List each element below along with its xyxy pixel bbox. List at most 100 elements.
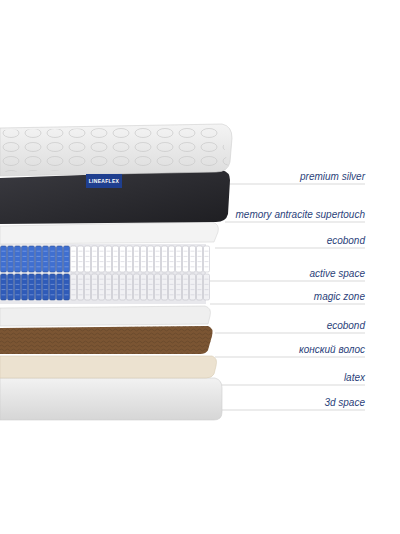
pocket-spring bbox=[57, 246, 63, 272]
pocket-spring bbox=[204, 274, 210, 300]
spring-coil bbox=[23, 279, 27, 280]
spring-coil bbox=[86, 294, 90, 295]
spring-coil bbox=[23, 251, 27, 252]
spring-coil bbox=[2, 284, 6, 285]
spring-coil bbox=[37, 266, 41, 267]
spring-coil bbox=[107, 294, 111, 295]
spring-coil bbox=[170, 279, 174, 280]
spring-coil bbox=[135, 266, 139, 267]
spring-coil bbox=[191, 266, 195, 267]
spring-coil bbox=[16, 261, 20, 262]
spring-coil bbox=[191, 279, 195, 280]
spring-coil bbox=[205, 256, 209, 257]
spring-coil bbox=[79, 261, 83, 262]
spring-coil bbox=[51, 294, 55, 295]
spring-coil bbox=[23, 266, 27, 267]
spring-coil bbox=[184, 256, 188, 257]
spring-coil bbox=[163, 261, 167, 262]
spring-coil bbox=[205, 289, 209, 290]
spring-coil bbox=[149, 256, 153, 257]
spring-coil bbox=[177, 289, 181, 290]
pocket-spring bbox=[155, 246, 161, 272]
spring-coil bbox=[51, 284, 55, 285]
spring-coil bbox=[65, 284, 69, 285]
spring-coil bbox=[44, 284, 48, 285]
spring-coil bbox=[2, 261, 6, 262]
spring-coil bbox=[65, 289, 69, 290]
pocket-spring bbox=[29, 274, 35, 300]
spring-coil bbox=[114, 256, 118, 257]
spring-coil bbox=[184, 251, 188, 252]
spring-coil bbox=[58, 256, 62, 257]
brand-tag bbox=[86, 174, 122, 188]
pocket-spring bbox=[183, 246, 189, 272]
layer-label: magic zone bbox=[314, 291, 365, 303]
spring-coil bbox=[86, 284, 90, 285]
spring-coil bbox=[142, 251, 146, 252]
spring-coil bbox=[142, 284, 146, 285]
spring-coil bbox=[128, 279, 132, 280]
pocket-spring bbox=[127, 246, 133, 272]
pocket-spring bbox=[197, 246, 203, 272]
spring-coil bbox=[149, 261, 153, 262]
spring-coil bbox=[86, 279, 90, 280]
spring-coil bbox=[23, 289, 27, 290]
layer-label: ecobond bbox=[327, 235, 365, 247]
spring-coil bbox=[51, 266, 55, 267]
spring-coil bbox=[30, 294, 34, 295]
spring-coil bbox=[107, 266, 111, 267]
spring-coil bbox=[170, 251, 174, 252]
spring-coil bbox=[142, 279, 146, 280]
spring-coil bbox=[142, 289, 146, 290]
spring-coil bbox=[16, 256, 20, 257]
spring-coil bbox=[58, 279, 62, 280]
spring-coil bbox=[198, 289, 202, 290]
spring-coil bbox=[177, 294, 181, 295]
pocket-spring bbox=[71, 274, 77, 300]
spring-coil bbox=[44, 279, 48, 280]
spring-coil bbox=[9, 289, 13, 290]
pocket-spring bbox=[43, 274, 49, 300]
spring-coil bbox=[93, 261, 97, 262]
spring-coil bbox=[9, 279, 13, 280]
spring-coil bbox=[135, 284, 139, 285]
spring-coil bbox=[16, 279, 20, 280]
spring-coil bbox=[142, 266, 146, 267]
pocket-spring bbox=[22, 246, 28, 272]
spring-coil bbox=[149, 284, 153, 285]
spring-coil bbox=[121, 256, 125, 257]
spring-coil bbox=[149, 294, 153, 295]
spring-coil bbox=[121, 284, 125, 285]
spring-coil bbox=[44, 289, 48, 290]
spring-coil bbox=[44, 251, 48, 252]
pocket-spring bbox=[92, 246, 98, 272]
spring-coil bbox=[16, 251, 20, 252]
spring-coil bbox=[2, 279, 6, 280]
pocket-spring bbox=[148, 246, 154, 272]
layer-label: memory antracite supertouch bbox=[235, 209, 365, 221]
spring-coil bbox=[79, 294, 83, 295]
spring-coil bbox=[72, 266, 76, 267]
layer-label: latex bbox=[344, 372, 365, 384]
spring-coil bbox=[121, 279, 125, 280]
spring-coil bbox=[93, 256, 97, 257]
pocket-spring bbox=[99, 246, 105, 272]
pocket-spring bbox=[113, 274, 119, 300]
spring-coil bbox=[191, 256, 195, 257]
spring-coil bbox=[198, 266, 202, 267]
pocket-spring bbox=[190, 246, 196, 272]
spring-coil bbox=[93, 284, 97, 285]
spring-coil bbox=[121, 261, 125, 262]
pocket-spring bbox=[15, 246, 21, 272]
spring-coil bbox=[79, 256, 83, 257]
spring-coil bbox=[184, 266, 188, 267]
spring-coil bbox=[128, 294, 132, 295]
spring-coil bbox=[44, 294, 48, 295]
spring-coil bbox=[79, 266, 83, 267]
pocket-spring bbox=[85, 246, 91, 272]
spring-coil bbox=[37, 261, 41, 262]
spring-coil bbox=[121, 294, 125, 295]
memory-foam-layer bbox=[0, 170, 230, 224]
pocket-spring bbox=[120, 246, 126, 272]
brand-logo: LINEAFLEX bbox=[89, 178, 119, 184]
